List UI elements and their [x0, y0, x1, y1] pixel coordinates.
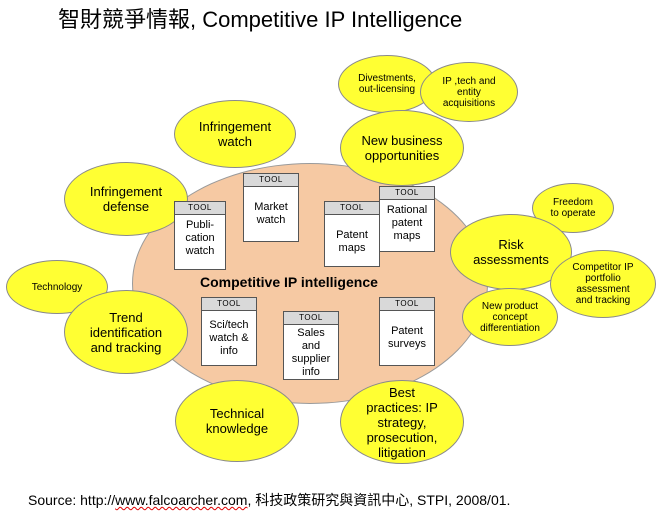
tool-header: TOOL — [244, 174, 298, 187]
tool-scitech-watch: TOOL Sci/tech watch & info — [201, 297, 257, 366]
tool-patent-maps: TOOL Patent maps — [324, 201, 380, 267]
tool-publication-watch: TOOL Publi- cation watch — [174, 201, 226, 270]
tool-label: Sales and supplier info — [291, 327, 331, 378]
tool-market-watch: TOOL Market watch — [243, 173, 299, 242]
tool-header: TOOL — [175, 202, 225, 215]
source-suffix: , 科技政策研究與資訊中心, STPI, 2008/01. — [247, 492, 511, 508]
tool-label: Rational patent maps — [386, 204, 428, 242]
bubble-new-product: New product concept differentiation — [462, 288, 558, 346]
bubble-competitor-portfolio: Competitor IP portfolio assessment and t… — [550, 250, 656, 318]
bubble-infringement-defense: Infringement defense — [64, 162, 188, 236]
tool-label: Patent maps — [336, 229, 368, 254]
bubble-best-practices: Best practices: IP strategy, prosecution… — [340, 380, 464, 464]
source-link[interactable]: www.falcoarcher.com — [115, 492, 248, 508]
bubble-trend: Trend identification and tracking — [64, 290, 188, 374]
bubble-divestments: Divestments, out-licensing — [338, 55, 436, 113]
tool-header: TOOL — [380, 187, 434, 200]
tool-rational-patent-maps: TOOL Rational patent maps — [379, 186, 435, 252]
bubble-technical-knowledge: Technical knowledge — [175, 380, 299, 462]
tool-label: Sci/tech watch & info — [209, 319, 249, 357]
bubble-infringement-watch: Infringement watch — [174, 100, 296, 168]
tool-label: Patent surveys — [388, 325, 426, 350]
center-label: Competitive IP intelligence — [200, 274, 378, 290]
bubble-new-business: New business opportunities — [340, 110, 464, 186]
source-citation: Source: http://www.falcoarcher.com, 科技政策… — [28, 490, 510, 510]
source-prefix: Source: http:// — [28, 492, 116, 508]
tool-label: Market watch — [254, 201, 288, 226]
page-title: 智財競爭情報, Competitive IP Intelligence — [58, 7, 463, 32]
tool-sales-supplier: TOOL Sales and supplier info — [283, 311, 339, 380]
tool-patent-surveys: TOOL Patent surveys — [379, 297, 435, 366]
tool-header: TOOL — [202, 298, 256, 311]
tool-header: TOOL — [325, 202, 379, 215]
tool-header: TOOL — [284, 312, 338, 325]
tool-header: TOOL — [380, 298, 434, 311]
tool-label: Publi- cation watch — [185, 219, 215, 257]
bubble-ip-acquisitions: IP ,tech and entity acquisitions — [420, 62, 518, 122]
